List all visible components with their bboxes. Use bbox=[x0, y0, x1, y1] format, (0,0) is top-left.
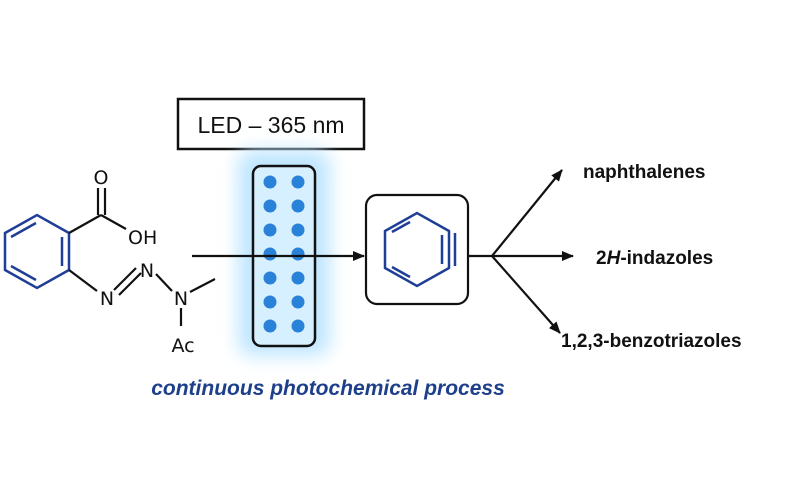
atom-n-2: N bbox=[140, 260, 154, 282]
product-naphthalenes: naphthalenes bbox=[583, 162, 705, 183]
arrow-to-naphthalenes bbox=[491, 169, 563, 257]
led-dot bbox=[263, 175, 277, 189]
led-dot bbox=[291, 199, 305, 213]
process-caption: continuous photochemical process bbox=[151, 377, 505, 400]
product-indazoles: 2H-indazoles bbox=[596, 248, 713, 269]
led-dot bbox=[263, 271, 277, 285]
led-dot bbox=[263, 223, 277, 237]
carboxyl-group: O OH bbox=[68, 167, 157, 249]
reactant-molecule: O OH N N N Ac bbox=[3, 167, 216, 357]
led-dot bbox=[291, 223, 305, 237]
led-dot bbox=[291, 175, 305, 189]
product-benzotriazoles: 1,2,3-benzotriazoles bbox=[561, 331, 742, 352]
led-dot bbox=[263, 247, 277, 261]
atom-oh: OH bbox=[128, 227, 157, 249]
arrow-to-benzotriazoles bbox=[491, 255, 561, 334]
led-dot bbox=[263, 295, 277, 309]
indazoles-suffix: -indazoles bbox=[620, 248, 713, 269]
led-dot bbox=[263, 319, 277, 333]
led-label: LED – 365 nm bbox=[197, 112, 344, 138]
led-dot-array bbox=[263, 175, 305, 333]
indazoles-italic-h: H bbox=[607, 248, 622, 269]
led-label-box: LED – 365 nm bbox=[176, 97, 366, 151]
atom-n-3: N bbox=[174, 288, 188, 310]
led-dot bbox=[291, 295, 305, 309]
led-dot bbox=[291, 319, 305, 333]
benzyne-intermediate bbox=[364, 193, 470, 306]
atom-ac: Ac bbox=[171, 335, 194, 357]
led-dot bbox=[263, 199, 277, 213]
led-dot bbox=[291, 247, 305, 261]
product-arrows bbox=[468, 169, 574, 334]
atom-n-1: N bbox=[100, 288, 114, 310]
flow-reactor bbox=[238, 150, 330, 356]
atom-o-double: O bbox=[94, 167, 109, 189]
indazoles-prefix: 2 bbox=[596, 248, 607, 269]
led-dot bbox=[291, 271, 305, 285]
triazene-chain: N N N Ac bbox=[68, 260, 216, 357]
benzene-ring bbox=[3, 213, 71, 290]
